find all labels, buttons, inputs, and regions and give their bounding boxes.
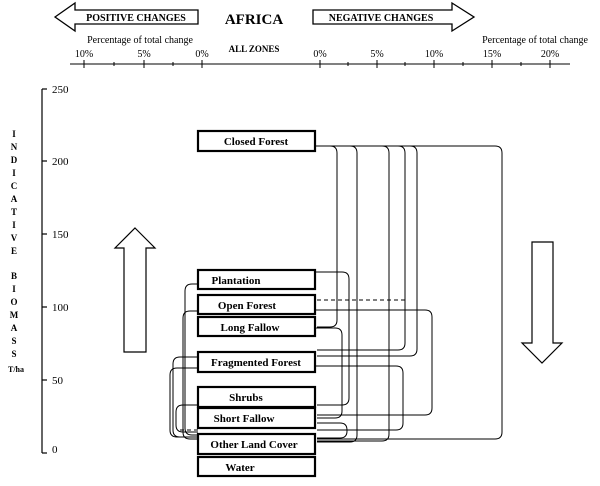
class-label: Fragmented Forest xyxy=(211,357,301,369)
increase-biomass-arrow xyxy=(113,227,157,353)
y-letter: M xyxy=(10,310,19,320)
right-tick-20: 20% xyxy=(541,49,559,60)
y-axis-unit: T/ha xyxy=(8,365,24,374)
percentage-scale xyxy=(70,60,570,68)
y-letter: I xyxy=(12,220,16,230)
right-tick-15: 15% xyxy=(483,49,501,60)
y-axis-label: I N D I C A T I V E B I O M A S S xyxy=(10,129,19,359)
class-box-closed-forest: Closed Forest xyxy=(196,129,317,153)
class-label: Closed Forest xyxy=(224,136,289,148)
diagram-subtitle: ALL ZONES xyxy=(229,44,280,54)
class-box-shrubs: Shrubs xyxy=(196,385,317,409)
class-label: Plantation xyxy=(212,275,261,287)
class-label: Long Fallow xyxy=(221,322,280,334)
left-scale-title: Percentage of total change xyxy=(87,35,193,46)
biomass-axis xyxy=(41,88,47,454)
y-tick-150: 150 xyxy=(52,229,69,241)
y-tick-0: 0 xyxy=(52,444,58,456)
class-label: Shrubs xyxy=(229,392,263,404)
y-letter: A xyxy=(11,194,18,204)
diagram-title: AFRICA xyxy=(225,12,283,28)
left-tick-5: 5% xyxy=(137,49,150,60)
y-letter: I xyxy=(12,129,16,139)
y-letter: B xyxy=(11,271,17,281)
decrease-biomass-arrow xyxy=(520,241,564,364)
left-tick-0: 0% xyxy=(195,49,208,60)
y-tick-200: 200 xyxy=(52,156,69,168)
class-box-short-fallow: Short Fallow xyxy=(196,406,317,430)
y-letter: O xyxy=(10,297,17,307)
y-letter: I xyxy=(12,168,16,178)
class-label: Water xyxy=(225,462,254,474)
y-tick-250: 250 xyxy=(52,84,69,96)
right-tick-0: 0% xyxy=(313,49,326,60)
class-box-other-land-cover: Other Land Cover xyxy=(196,432,317,456)
y-letter: V xyxy=(11,233,18,243)
class-box-plantation: Plantation xyxy=(196,268,317,291)
class-label: Other Land Cover xyxy=(210,439,297,451)
right-tick-5: 5% xyxy=(370,49,383,60)
y-letter: C xyxy=(11,181,18,191)
negative-changes-label: NEGATIVE CHANGES xyxy=(329,13,434,24)
positive-flow-connectors xyxy=(169,283,198,440)
y-letter: S xyxy=(11,349,16,359)
class-label: Short Fallow xyxy=(214,413,275,425)
y-letter: S xyxy=(11,336,16,346)
right-tick-10: 10% xyxy=(425,49,443,60)
negative-changes-arrow xyxy=(312,1,476,33)
right-scale-title: Percentage of total change xyxy=(482,35,588,46)
class-box-water: Water xyxy=(196,455,317,478)
positive-changes-arrow xyxy=(53,1,199,33)
class-box-open-forest: Open Forest xyxy=(196,293,317,316)
positive-changes-label: POSITIVE CHANGES xyxy=(86,13,186,24)
y-letter: D xyxy=(11,155,18,165)
y-letter: A xyxy=(11,323,18,333)
y-letter: N xyxy=(11,142,18,152)
y-letter: I xyxy=(12,284,16,294)
y-letter: T xyxy=(11,207,17,217)
class-box-fragmented-forest: Fragmented Forest xyxy=(196,350,317,374)
y-tick-50: 50 xyxy=(52,375,64,387)
left-tick-10: 10% xyxy=(75,49,93,60)
class-box-long-fallow: Long Fallow xyxy=(196,315,317,338)
y-letter: E xyxy=(11,246,17,256)
y-tick-100: 100 xyxy=(52,302,69,314)
negative-flow-connectors xyxy=(315,145,503,443)
class-label: Open Forest xyxy=(218,300,276,312)
